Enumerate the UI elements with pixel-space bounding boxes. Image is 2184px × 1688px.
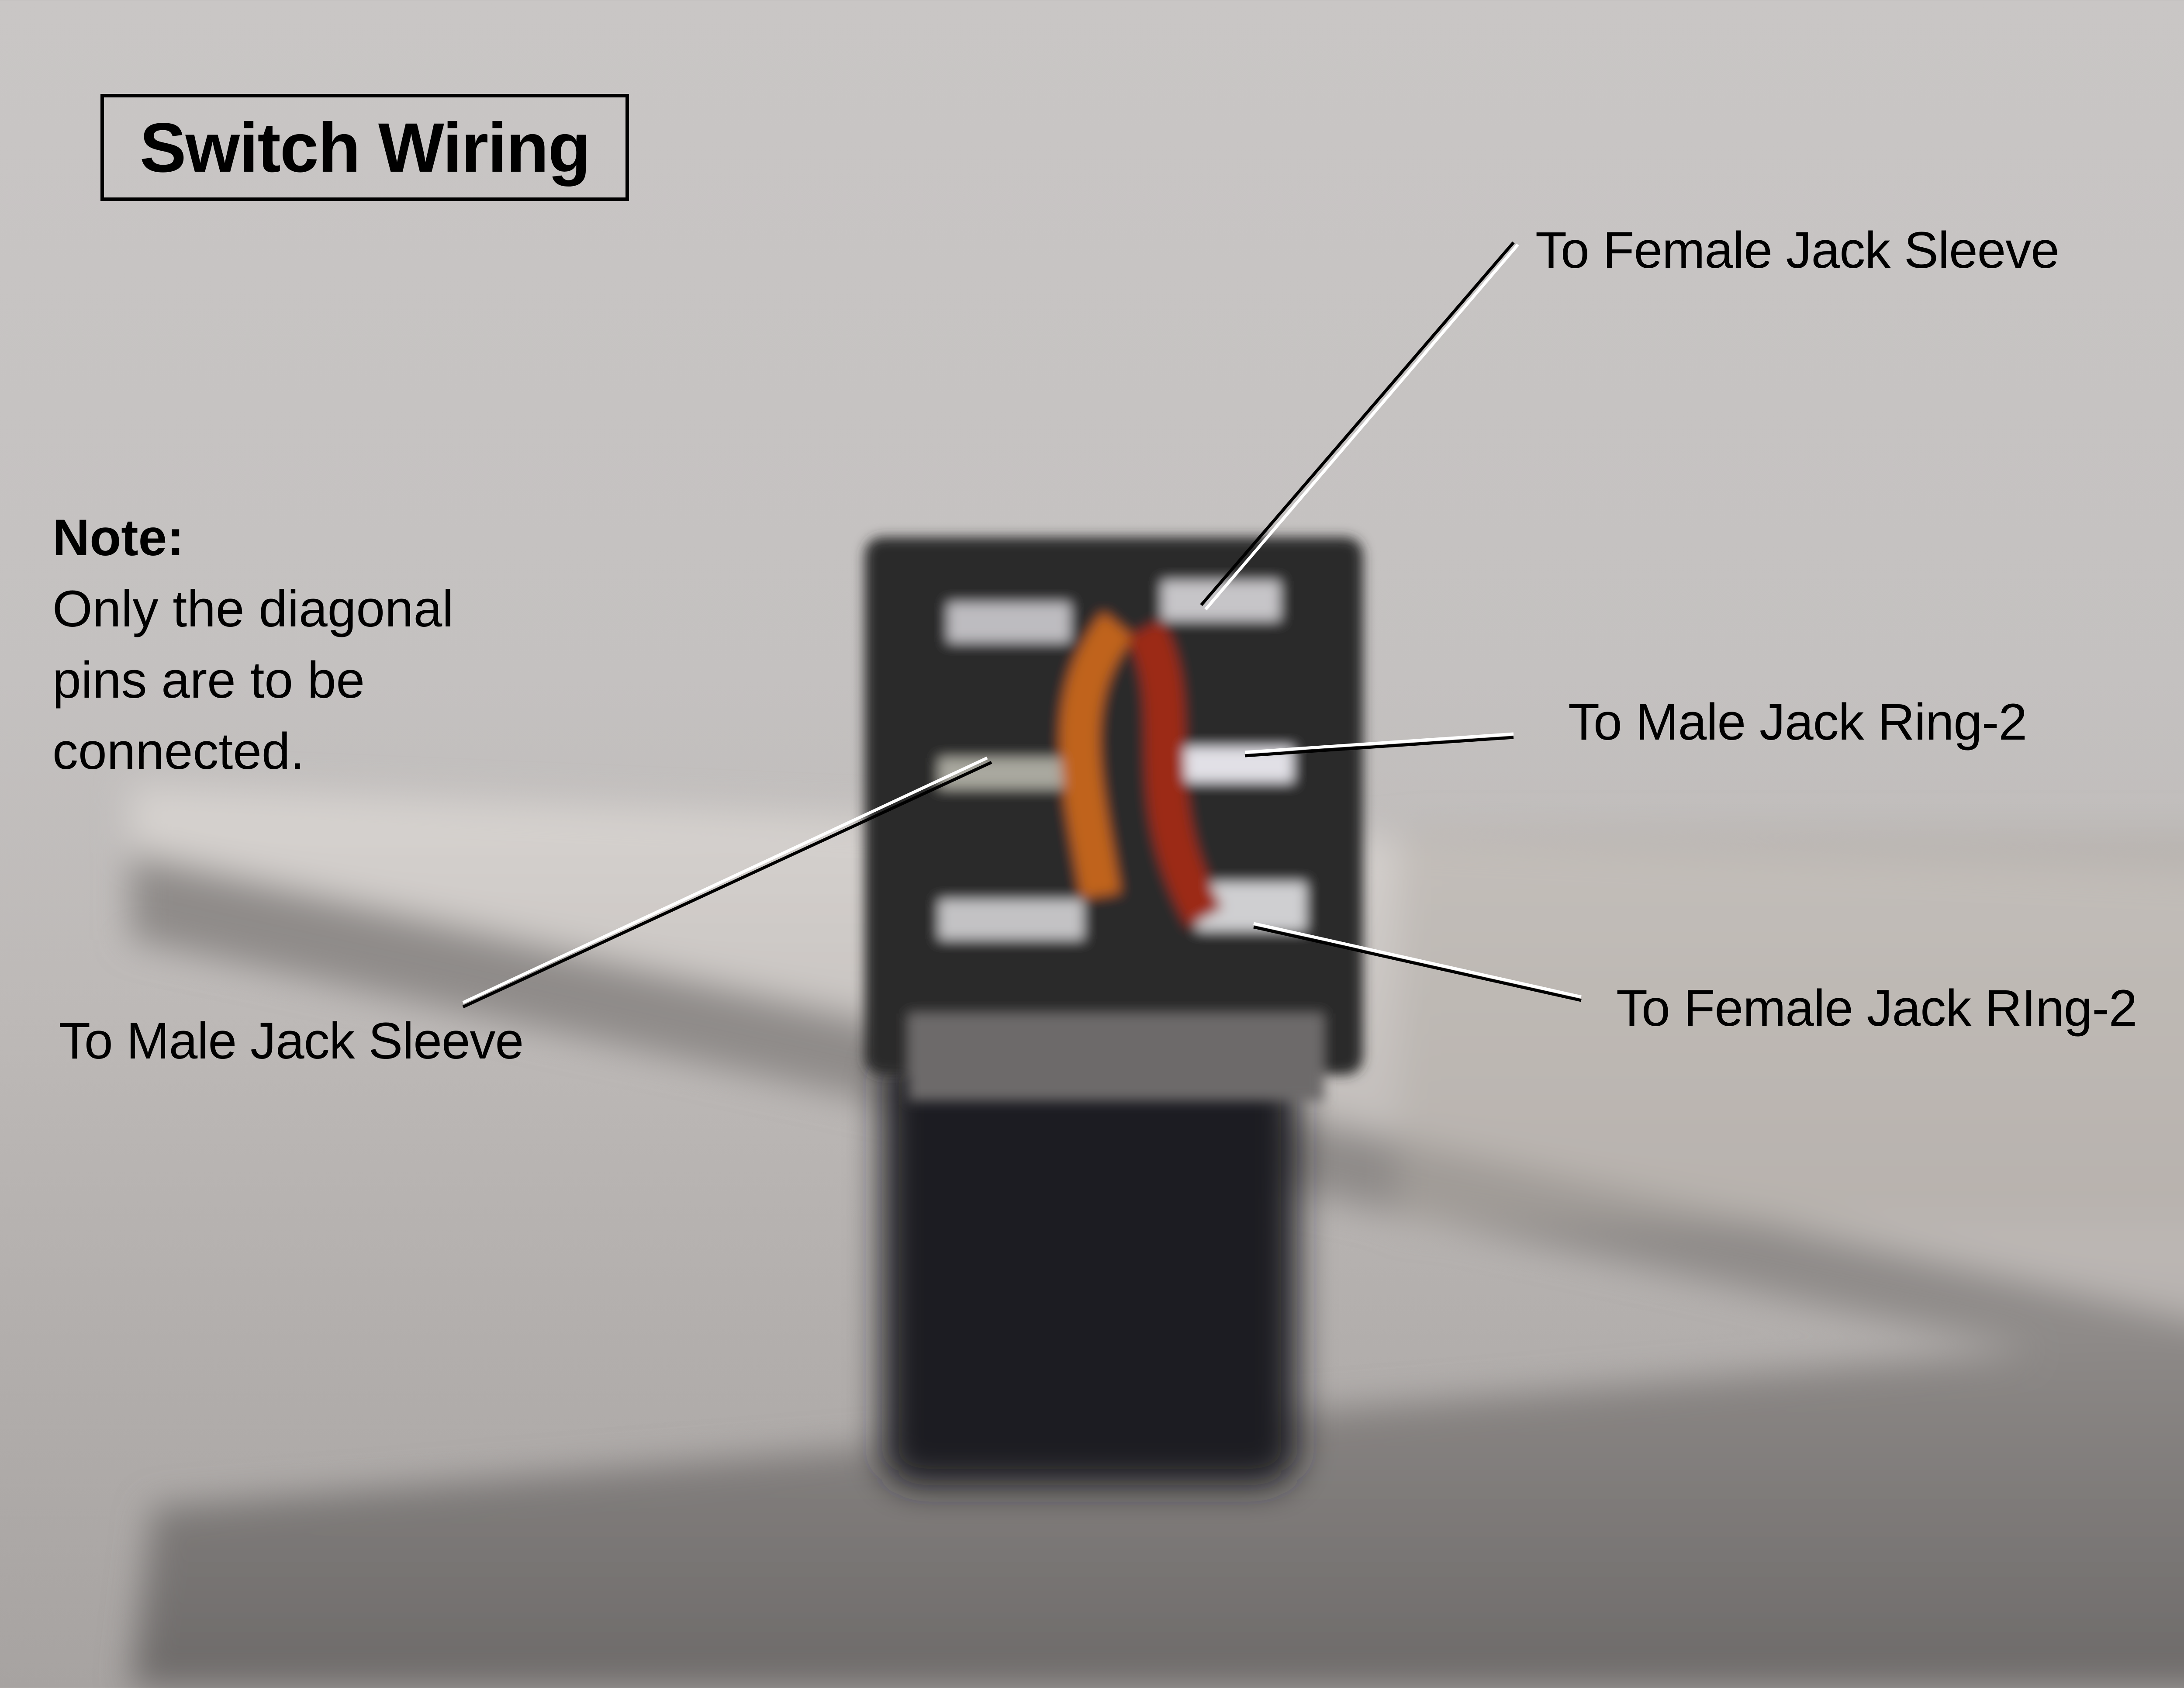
note-line: connected. [52,723,305,780]
title-box: Switch Wiring [100,94,629,201]
callout-male-jack-ring-2: To Male Jack Ring-2 [1568,693,2027,751]
callout-male-jack-sleeve: To Male Jack Sleeve [59,1012,524,1070]
note-line: Only the diagonal [52,580,454,638]
callout-female-jack-ring-2: To Female Jack RIng-2 [1616,979,2137,1037]
note-heading: Note: [52,509,184,567]
switch-body [865,537,1363,1101]
switch-shaft [882,1048,1297,1485]
leader-lines [462,241,1582,1009]
note-block: Note: Only the diagonal pins are to be c… [52,502,453,787]
page-title: Switch Wiring [139,108,591,187]
callout-female-jack-sleeve: To Female Jack Sleeve [1535,221,2060,279]
note-line: pins are to be [52,651,365,709]
